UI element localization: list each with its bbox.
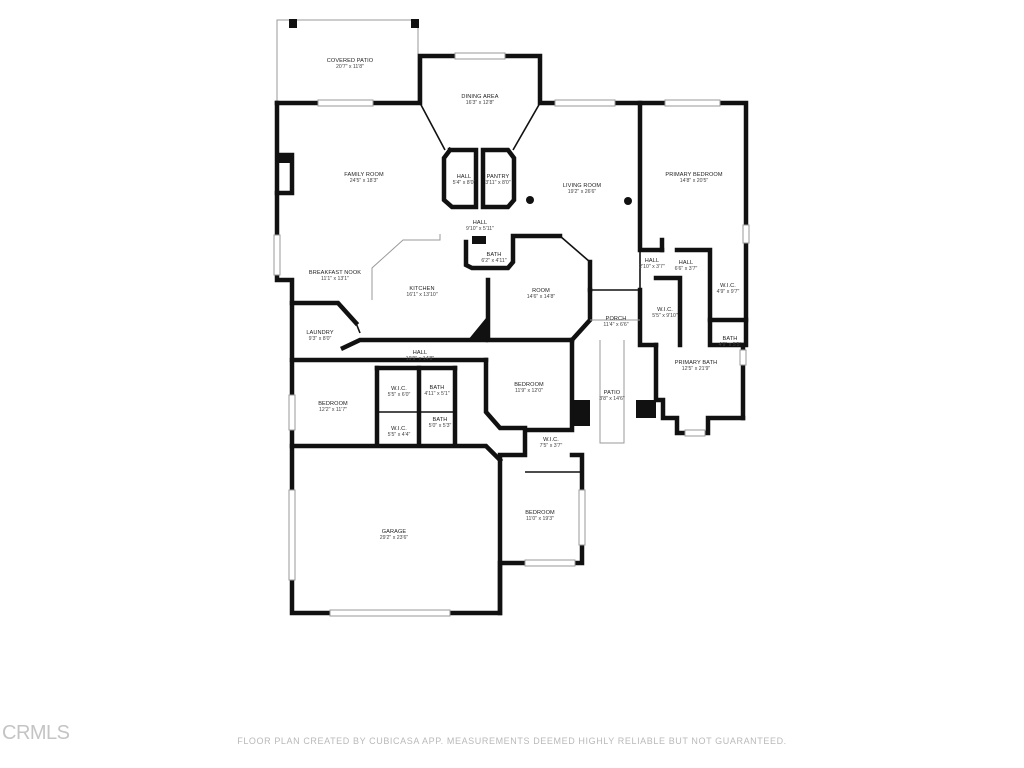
room-dimension-label: 11'9" x 12'0" bbox=[515, 388, 543, 394]
room-dimension-label: 5'4" x 8'0" bbox=[453, 180, 476, 186]
room-name-label: LIVING ROOM bbox=[563, 183, 602, 189]
room-name-label: GARAGE bbox=[382, 529, 407, 535]
room-dimension-label: 14'6" x 14'8" bbox=[527, 294, 556, 300]
room-name-label: DINING AREA bbox=[461, 94, 498, 100]
room-dimension-label: 5'5" x 6'0" bbox=[388, 392, 411, 398]
room-name-label: HALL bbox=[645, 258, 659, 264]
room-name-label: BEDROOM bbox=[514, 382, 544, 388]
room-dimension-label: 12'5" x 21'9" bbox=[682, 366, 711, 372]
room-name-label: PORCH bbox=[606, 316, 627, 322]
room-name-label: KITCHEN bbox=[409, 286, 434, 292]
room-name-label: W.I.C. bbox=[391, 426, 407, 432]
room-name-label: HALL bbox=[473, 220, 487, 226]
room-dimension-label: 11'0" x 19'3" bbox=[526, 516, 554, 522]
room-dimension-label: 7'5" x 3'7" bbox=[540, 443, 563, 449]
room-name-label: BATH bbox=[430, 385, 445, 391]
room-name-label: BEDROOM bbox=[318, 401, 348, 407]
room-name-label: BATH bbox=[487, 252, 502, 258]
room-name-label: ROOM bbox=[532, 288, 550, 294]
structural-blocks bbox=[277, 155, 656, 426]
room-name-label: LAUNDRY bbox=[306, 330, 333, 336]
room-dimension-label: 20'7" x 11'8" bbox=[336, 64, 364, 70]
room-name-label: BATH bbox=[723, 336, 738, 342]
room-dimension-label: 11'4" x 6'6" bbox=[603, 322, 628, 328]
room-dimension-label: 3'8" x 14'6" bbox=[599, 396, 625, 402]
crmls-logo: CRMLS bbox=[2, 722, 70, 744]
room-dimension-label: 11'1" x 13'1" bbox=[321, 276, 349, 282]
room-dimension-label: 3'11" x 8'0" bbox=[485, 180, 510, 186]
room-name-label: HALL bbox=[679, 260, 693, 266]
room-dimension-label: 4'11" x 5'1" bbox=[424, 391, 449, 397]
room-name-label: BEDROOM bbox=[525, 510, 555, 516]
room-name-label: PANTRY bbox=[487, 174, 510, 180]
room-name-label: W.I.C. bbox=[657, 307, 673, 313]
room-dimension-label: 16'3" x 12'8" bbox=[466, 100, 495, 106]
room-name-label: COVERED PATIO bbox=[327, 58, 374, 64]
room-dimension-label: 9'10" x 5'11" bbox=[466, 226, 494, 232]
room-dimension-label: 5'5" x 4'4" bbox=[388, 432, 411, 438]
room-name-label: HALL bbox=[457, 174, 471, 180]
room-dimension-label: 5'5" x 9'10" bbox=[652, 313, 678, 319]
room-name-label: PRIMARY BATH bbox=[675, 360, 718, 366]
room-name-label: W.I.C. bbox=[391, 386, 407, 392]
room-dimension-label: 19'9" x 14'8" bbox=[406, 356, 435, 362]
room-name-label: W.I.C. bbox=[720, 283, 736, 289]
room-dimension-label: 14'8" x 20'5" bbox=[680, 178, 709, 184]
room-dimension-label: 29'2" x 23'6" bbox=[380, 535, 409, 541]
room-dimension-label: 12'2" x 11'7" bbox=[319, 407, 347, 413]
room-name-label: HALL bbox=[413, 350, 427, 356]
room-name-label: W.I.C. bbox=[543, 437, 559, 443]
room-dimension-label: 24'5" x 18'3" bbox=[350, 178, 379, 184]
exterior-walls bbox=[274, 53, 749, 616]
room-dimension-label: 9'3" x 8'0" bbox=[309, 336, 332, 342]
porch-patio-outline bbox=[590, 319, 640, 444]
room-name-label: FAMILY ROOM bbox=[344, 172, 384, 178]
room-name-label: PATIO bbox=[604, 390, 621, 396]
room-dimension-label: 4'9" x 5'5" bbox=[719, 342, 742, 348]
room-dimension-label: 6'6" x 3'7" bbox=[675, 266, 698, 272]
room-dimension-label: 16'1" x 13'10" bbox=[406, 292, 437, 298]
windows bbox=[273, 52, 750, 617]
room-name-label: BREAKFAST NOOK bbox=[309, 270, 361, 276]
room-name-label: PRIMARY BEDROOM bbox=[665, 172, 722, 178]
room-dimension-label: 4'9" x 9'7" bbox=[717, 289, 740, 295]
room-name-label: BATH bbox=[433, 417, 448, 423]
floor-plan-disclaimer: FLOOR PLAN CREATED BY CUBICASA APP. MEAS… bbox=[237, 736, 787, 746]
room-dimension-label: 6'2" x 4'11" bbox=[481, 258, 506, 264]
room-dimension-label: 5'0" x 5'3" bbox=[429, 423, 452, 429]
room-dimension-label: 19'2" x 26'6" bbox=[568, 189, 597, 195]
room-dimension-label: 2'10" x 3'7" bbox=[639, 264, 665, 270]
